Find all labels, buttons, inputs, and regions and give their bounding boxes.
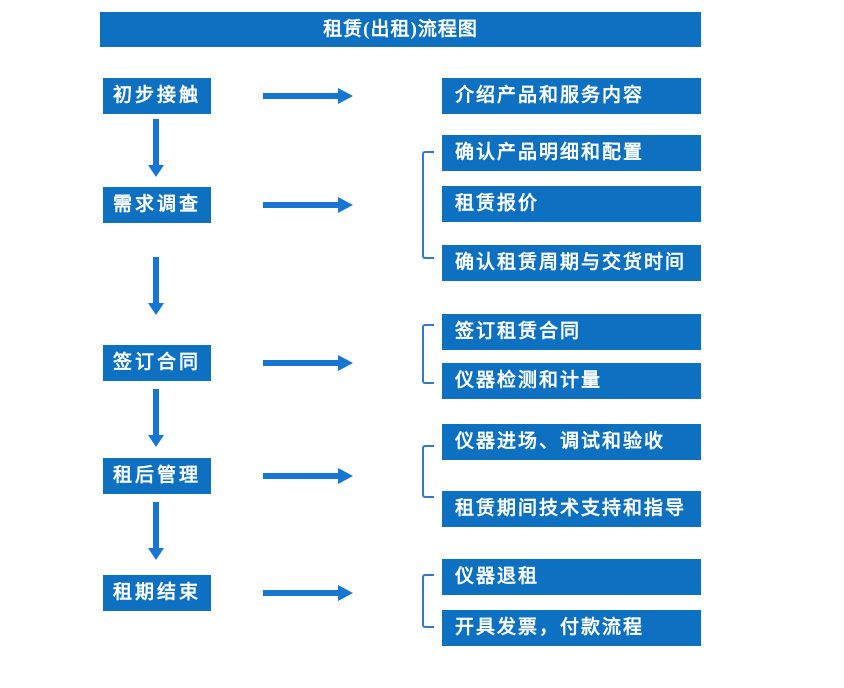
arrow-head bbox=[148, 303, 164, 315]
detail-box-sign-rental-contract: 签订租赁合同 bbox=[442, 314, 701, 350]
step-box-rental-end: 租期结束 bbox=[103, 575, 211, 611]
step-box-post-rental-management: 租后管理 bbox=[103, 458, 211, 494]
arrow-shaft bbox=[263, 202, 339, 208]
detail-box-introduce-products: 介绍产品和服务内容 bbox=[442, 78, 701, 114]
detail-box-invoice-payment: 开具发票，付款流程 bbox=[442, 610, 701, 646]
arrow-shaft bbox=[263, 360, 339, 366]
detail-box-confirm-product-details: 确认产品明细和配置 bbox=[442, 135, 701, 171]
arrow-right-icon bbox=[263, 88, 353, 104]
arrow-head bbox=[338, 197, 353, 213]
arrow-head bbox=[338, 355, 353, 371]
arrow-shaft bbox=[153, 502, 159, 548]
group-bracket-post-rental bbox=[422, 445, 434, 498]
arrow-down-icon bbox=[148, 502, 164, 560]
arrow-shaft bbox=[263, 473, 339, 479]
detail-box-technical-support: 租赁期间技术支持和指导 bbox=[442, 491, 701, 527]
flowchart-title: 租赁(出租)流程图 bbox=[100, 12, 701, 47]
detail-box-instrument-setup: 仪器进场、调试和验收 bbox=[442, 424, 701, 460]
arrow-head bbox=[338, 585, 353, 601]
arrow-right-icon bbox=[263, 585, 353, 601]
arrow-shaft bbox=[153, 119, 159, 165]
arrow-down-icon bbox=[148, 389, 164, 447]
step-box-demand-survey: 需求调查 bbox=[103, 187, 211, 223]
detail-box-confirm-rental-period: 确认租赁周期与交货时间 bbox=[442, 245, 701, 281]
arrow-head bbox=[148, 165, 164, 177]
arrow-right-icon bbox=[263, 355, 353, 371]
arrow-down-icon bbox=[148, 119, 164, 177]
arrow-right-icon bbox=[263, 468, 353, 484]
arrow-shaft bbox=[263, 93, 339, 99]
arrow-shaft bbox=[153, 389, 159, 435]
group-bracket-rental-end bbox=[422, 574, 434, 628]
step-box-initial-contact: 初步接触 bbox=[103, 78, 211, 114]
arrow-down-icon bbox=[148, 257, 164, 315]
arrow-right-icon bbox=[263, 197, 353, 213]
arrow-head bbox=[148, 548, 164, 560]
detail-box-rental-quote: 租赁报价 bbox=[442, 186, 701, 222]
arrow-head bbox=[338, 88, 353, 104]
arrow-head bbox=[148, 435, 164, 447]
arrow-head bbox=[338, 468, 353, 484]
step-box-sign-contract: 签订合同 bbox=[103, 345, 211, 381]
arrow-shaft bbox=[263, 590, 339, 596]
group-bracket-demand-survey bbox=[422, 151, 434, 259]
group-bracket-sign-contract bbox=[422, 324, 434, 384]
detail-box-instrument-return: 仪器退租 bbox=[442, 559, 701, 595]
detail-box-instrument-inspection: 仪器检测和计量 bbox=[442, 363, 701, 399]
arrow-shaft bbox=[153, 257, 159, 303]
